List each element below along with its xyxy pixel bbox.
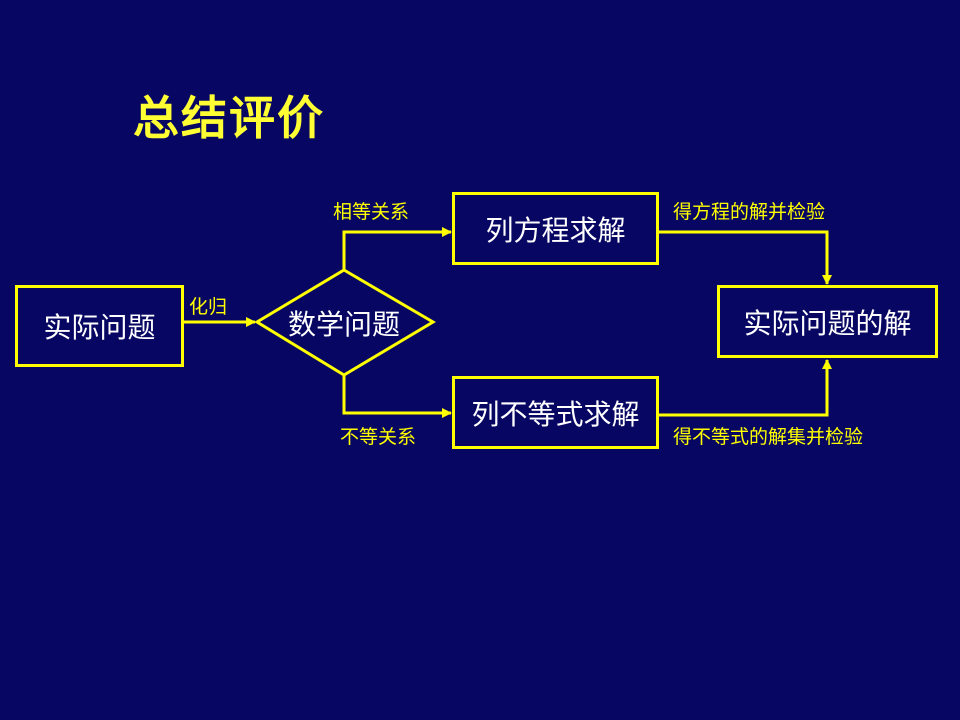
arrow-inequality-result — [659, 359, 832, 417]
node-label: 实际问题 — [43, 311, 156, 344]
edge-label-equal-relation: 相等关系 — [333, 201, 410, 223]
edge-label-inequality-result: 得不等式的解集并检验 — [673, 426, 864, 448]
slide-title: 总结评价 — [133, 91, 325, 145]
node-inequality-solve: 列不等式求解 — [452, 376, 659, 449]
edge-label-transform: 化归 — [189, 296, 228, 318]
edge-label-equation-result: 得方程的解并检验 — [673, 201, 826, 223]
node-practical-solution: 实际问题的解 — [717, 285, 938, 358]
arrow-unequal-relation — [342, 375, 452, 418]
node-label: 实际问题的解 — [743, 306, 912, 340]
arrow-equation-result — [659, 230, 832, 285]
node-practical-problem: 实际问题 — [15, 285, 184, 367]
arrow-equal-relation — [342, 227, 452, 270]
node-equation-solve: 列方程求解 — [452, 192, 659, 265]
node-label: 列方程求解 — [485, 213, 626, 247]
node-math-problem: 数学问题 — [268, 300, 420, 346]
node-label: 列不等式求解 — [471, 397, 640, 431]
node-label: 数学问题 — [287, 308, 400, 341]
edge-label-unequal-relation: 不等关系 — [340, 426, 417, 448]
